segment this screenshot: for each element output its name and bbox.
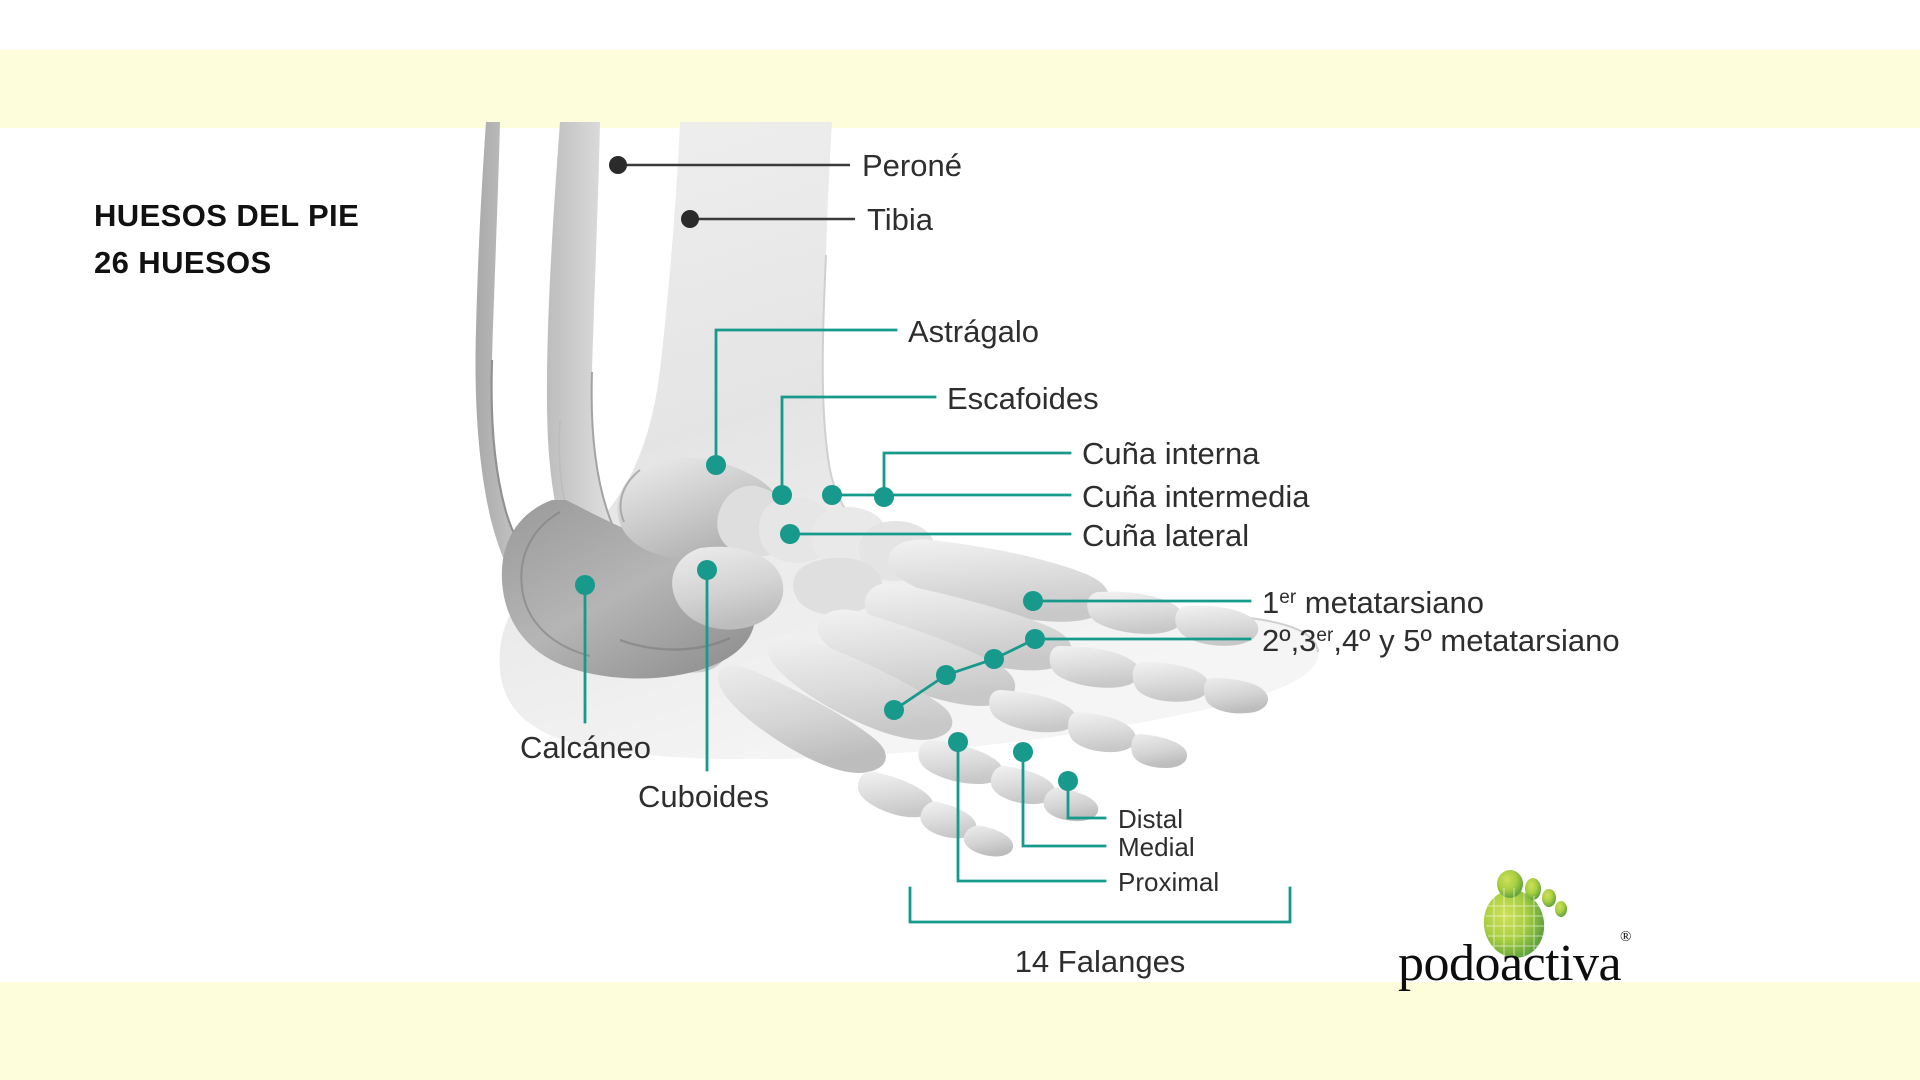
dot-metatarsiano-5 <box>884 700 904 720</box>
dot-perone <box>609 156 627 174</box>
tarsal-bones <box>501 457 936 679</box>
leader-escafoides <box>780 395 937 497</box>
dot-metatarsiano-4 <box>936 665 956 685</box>
label-cuboides: Cuboides <box>638 779 769 814</box>
dot-calcaneo <box>575 575 595 595</box>
leader-medial <box>1021 750 1107 848</box>
dot-medial <box>1013 742 1033 762</box>
logo-registered-mark: ® <box>1620 929 1632 945</box>
metatarsal-bones <box>718 539 1110 773</box>
dot-proximal <box>948 732 968 752</box>
top-accent-band <box>0 50 1920 128</box>
bracket-falanges <box>908 886 1292 924</box>
dot-tibia <box>681 210 699 228</box>
dot-metatarsiano-3 <box>984 649 1004 669</box>
label-cuna-lateral: Cuña lateral <box>1082 518 1249 553</box>
label-medial: Medial <box>1118 832 1195 862</box>
logo-wordmark: podoactiva <box>1398 935 1622 992</box>
logo-footprint-icon <box>1483 870 1567 958</box>
page-title: HUESOS DEL PIE 26 HUESOS <box>94 192 524 286</box>
label-falanges: 14 Falanges <box>1015 944 1186 979</box>
label-calcaneo: Calcáneo <box>520 730 651 765</box>
title-line-2: 26 HUESOS <box>94 245 272 281</box>
dot-metatarsiano-2 <box>1025 629 1045 649</box>
label-escafoides: Escafoides <box>947 381 1099 416</box>
label-metatarsiano-1: 1er metatarsiano <box>1262 585 1484 620</box>
dot-cuboides <box>697 560 717 580</box>
dot-cuna-interna <box>874 487 894 507</box>
leader-dots-teal <box>575 455 1078 791</box>
label-texts: Peroné Tibia Astrágalo Escafoides Cuña i… <box>520 148 1620 979</box>
leader-astragalo <box>714 328 898 467</box>
label-astragalo: Astrágalo <box>908 314 1039 349</box>
dot-cuna-intermedia <box>822 485 842 505</box>
dot-cuna-lateral <box>780 524 800 544</box>
dot-astragalo <box>706 455 726 475</box>
cuneiform-lateral <box>793 557 883 615</box>
dot-escafoides <box>772 485 792 505</box>
label-tibia: Tibia <box>867 202 934 237</box>
leader-lines-teal <box>583 328 1292 924</box>
label-perone: Peroné <box>862 148 962 183</box>
leader-dots-dark <box>609 156 699 228</box>
label-cuna-intermedia: Cuña intermedia <box>1082 479 1310 514</box>
dot-metatarsiano-1 <box>1023 591 1043 611</box>
label-metatarsiano-resto: 2º,3er,4º y 5º metatarsiano <box>1262 623 1620 658</box>
title-line-1: HUESOS DEL PIE <box>94 198 360 233</box>
label-distal: Distal <box>1118 804 1183 834</box>
bottom-accent-band <box>0 982 1920 1080</box>
podoactiva-logo[interactable]: podoactiva ® <box>1398 856 1648 992</box>
leader-distal <box>1066 779 1107 820</box>
dot-distal <box>1058 771 1078 791</box>
leader-lines-dark <box>620 163 855 221</box>
label-cuna-interna: Cuña interna <box>1082 436 1260 471</box>
phalanx-bones <box>857 591 1268 857</box>
label-proximal: Proximal <box>1118 867 1219 897</box>
leader-cuna-interna <box>882 451 1072 499</box>
leader-proximal <box>956 740 1107 883</box>
